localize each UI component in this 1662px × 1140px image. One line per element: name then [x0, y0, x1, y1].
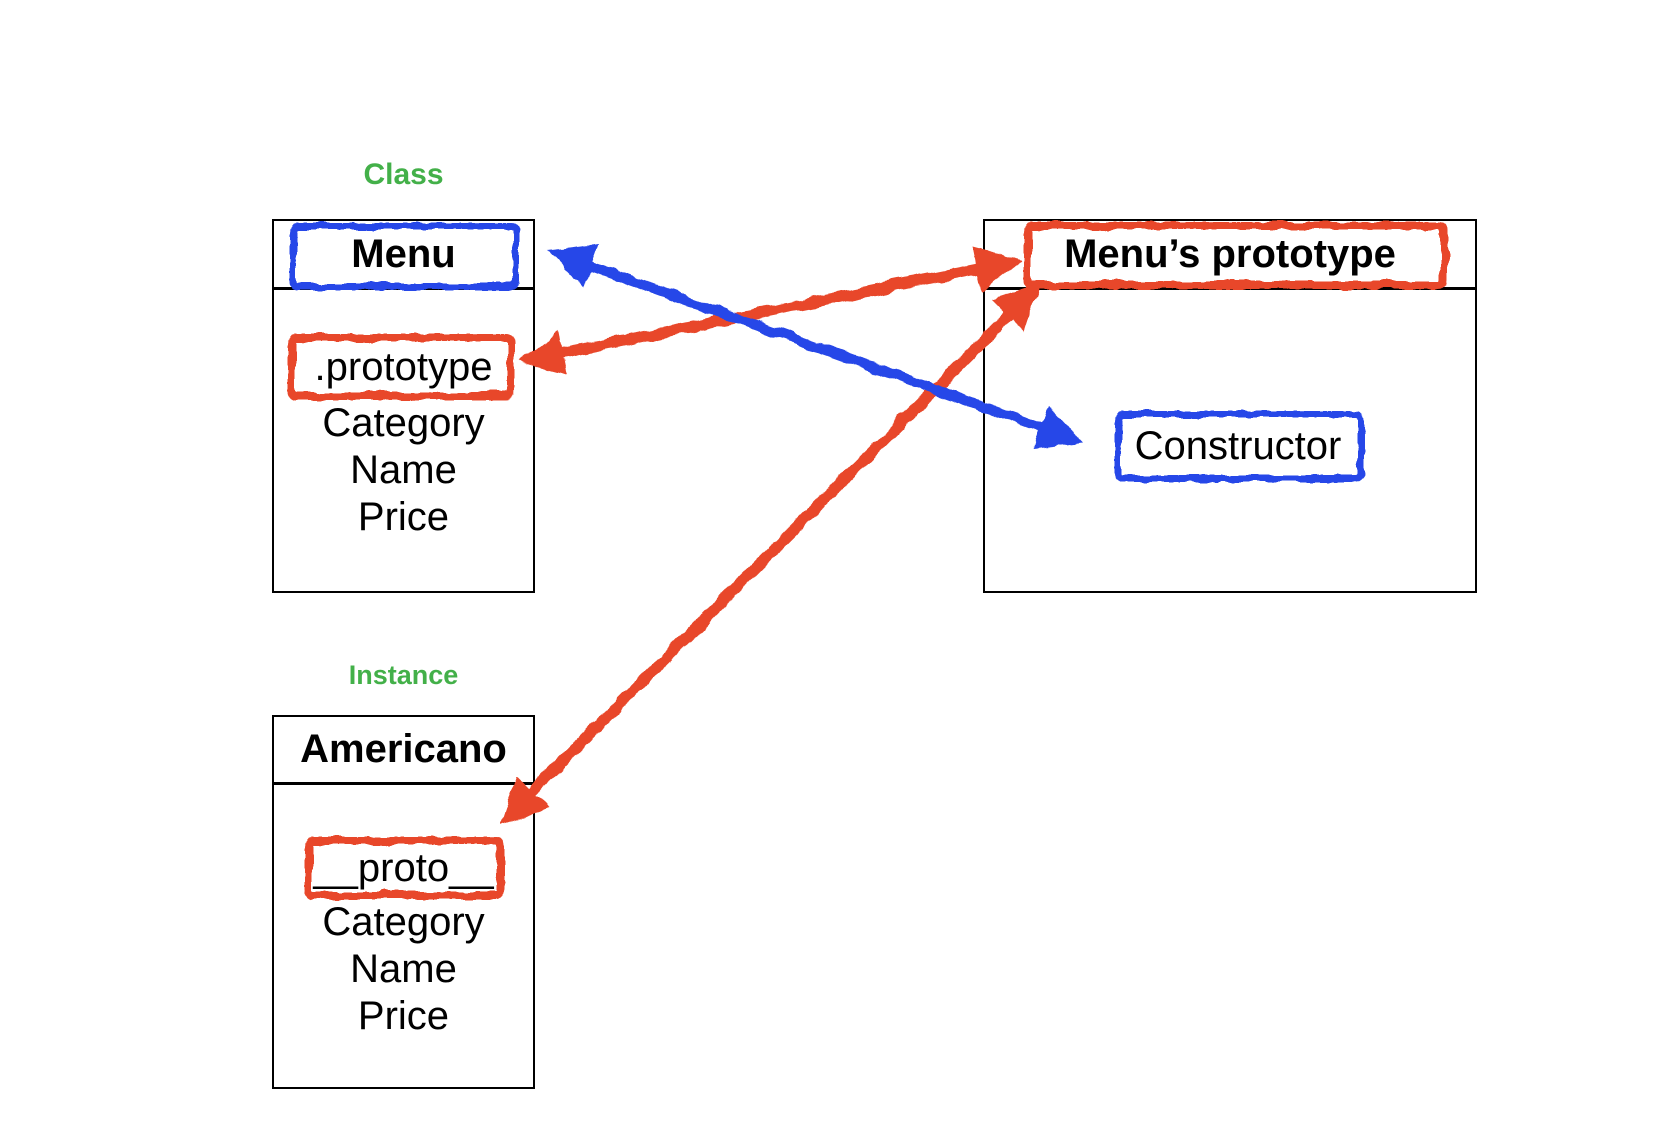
proto-field-highlight-box [305, 837, 505, 899]
arrow-proto-link [500, 283, 1040, 825]
menu-title-row: Menu [274, 221, 533, 290]
menu-title-highlight-box [290, 223, 520, 290]
americano-box: Americano __proto__ Category Name Price [272, 715, 535, 1089]
americano-field-category: Category [322, 900, 485, 944]
menu-field-category: Category [322, 401, 485, 445]
americano-title-row: Americano [274, 717, 533, 785]
class-label: Class [363, 158, 444, 191]
americano-title: Americano [300, 727, 507, 771]
menus-prototype-title-highlight-box [1024, 222, 1448, 289]
menus-prototype-title: Menu’s prototype [1064, 231, 1396, 276]
prototype-field-highlight-box [288, 334, 515, 400]
arrowhead [548, 244, 599, 287]
menu-field-prototype: .prototype [314, 344, 493, 389]
menu-field-name: Name [350, 448, 457, 492]
menus-prototype-box: Menu’s prototype Constructor [983, 219, 1477, 593]
menu-box: Menu .prototype Category Name Price [272, 219, 535, 593]
americano-field-name: Name [350, 947, 457, 991]
constructor-label: Constructor [1134, 424, 1342, 468]
arrow-prototype-link [517, 247, 1023, 375]
constructor-highlight-box [1115, 411, 1365, 482]
menu-title: Menu [351, 231, 456, 276]
menus-prototype-title-row: Menu’s prototype [985, 221, 1475, 290]
americano-field-proto: __proto__ [313, 845, 494, 890]
menu-field-price: Price [357, 495, 450, 539]
instance-label: Instance [348, 660, 459, 690]
americano-field-price: Price [357, 994, 450, 1038]
